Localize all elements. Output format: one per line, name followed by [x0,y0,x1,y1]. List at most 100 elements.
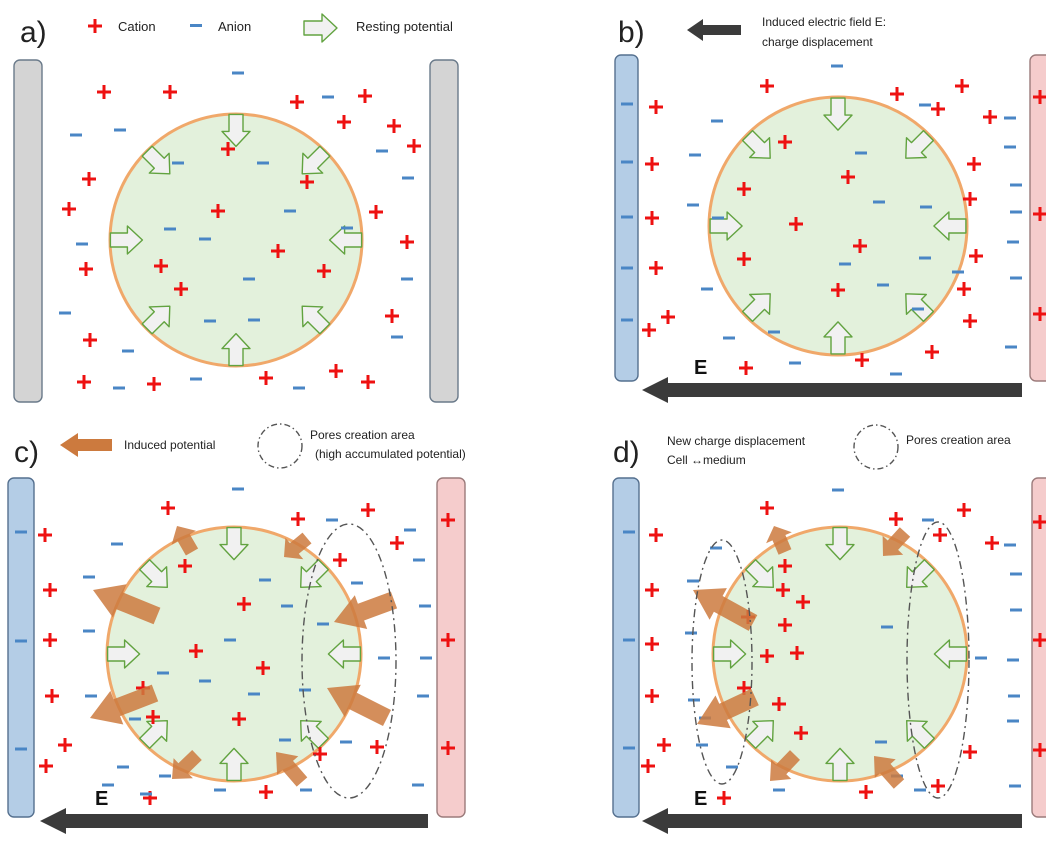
resting-potential-arrow [221,332,251,367]
anion-minus [172,161,184,165]
field-label-d: E [694,788,707,810]
induced-potential-arrow [697,688,759,729]
legend-pore-c-text: Pores creation area [310,428,415,442]
anion-minus [919,103,931,107]
cation-plus [313,747,327,761]
legend-pore-c-text2: (high accumulated potential) [315,447,466,461]
cation-plus [337,115,351,129]
anion-minus [70,133,82,137]
cation-plus [739,361,753,375]
anion-minus [877,283,889,287]
anion-minus [157,671,169,675]
cation-plus [985,536,999,550]
resting-potential-arrow [221,113,251,148]
anion-minus [326,518,338,522]
resting-potential-arrow [745,720,774,749]
anion-minus [687,203,699,207]
anion-minus [839,262,851,266]
resting-potential-arrow [933,211,967,241]
anion-minus [881,625,893,629]
anion-minus [248,692,260,696]
anion-minus [76,242,88,246]
legend-new-displacement: New charge displacement Cell ↔medium [667,434,806,467]
anion-minus [621,318,633,322]
resting-potential-arrow [139,559,168,588]
anion-minus [199,679,211,683]
cation-plus [317,264,331,278]
resting-potential-arrow [745,559,774,588]
anion-minus [1007,240,1019,244]
anion-minus [140,792,152,796]
electrode [13,59,43,403]
resting-potential-arrow [141,305,171,335]
cation-plus [794,726,808,740]
cation-plus [1033,633,1046,647]
cation-plus [717,791,731,805]
cation-plus [441,633,455,647]
anion-minus [832,488,844,492]
electrode [429,59,459,403]
anion-minus [1010,572,1022,576]
legend-field: Induced electric field E: charge displac… [687,15,886,49]
cation-plus [831,283,845,297]
anion-minus [621,102,633,106]
cation-plus [778,618,792,632]
anion-minus [919,256,931,260]
cation-plus [649,528,663,542]
cation-plus [369,205,383,219]
cation-plus [859,785,873,799]
cation-plus [931,102,945,116]
legend-new-displacement-text2: Cell ↔medium [667,453,746,467]
anion-minus [293,386,305,390]
cation-plus [291,512,305,526]
anion-minus [920,205,932,209]
cation-plus [441,741,455,755]
resting-potential-arrow [825,526,855,561]
anion-minus [623,746,635,750]
cation-plus [358,89,372,103]
cation-plus [855,353,869,367]
anion-minus [621,266,633,270]
cation-plus [43,633,57,647]
cation-plus [237,597,251,611]
cation-plus [211,204,225,218]
induced-potential-arrow [693,588,758,631]
anion-minus [279,738,291,742]
anion-minus [712,216,724,220]
electrode [612,477,640,818]
cation-plus [1033,515,1046,529]
anion-minus [831,64,843,68]
induced-potential-arrow [172,750,202,779]
cation-plus [259,371,273,385]
panel-c [7,477,466,834]
cation-plus [39,759,53,773]
anion-minus [1007,658,1019,662]
anion-minus [768,330,780,334]
cation-plus [387,119,401,133]
legend-pore-d: Pores creation area [853,424,1011,470]
cation-plus [146,710,160,724]
anion-minus [1004,543,1016,547]
anion-minus [621,215,633,219]
resting-potential-arrow [712,639,747,669]
cation-plus [83,333,97,347]
induced-potential-arrow [334,591,398,629]
resting-potential-arrow [219,747,249,782]
anion-minus [623,530,635,534]
anion-minus [1005,345,1017,349]
induced-potential-arrow [90,684,159,725]
cation-plus [221,142,235,156]
anion-minus [300,788,312,792]
anion-minus [243,277,255,281]
cation-plus [361,503,375,517]
anion-minus [1008,694,1020,698]
cation-plus [163,85,177,99]
cation-plus [62,202,76,216]
anion-minus [204,319,216,323]
anion-minus [890,372,902,376]
resting-potential-arrow [906,559,935,588]
anion-minus [402,176,414,180]
cation-plus [178,559,192,573]
panel-label-b: b) [618,16,645,49]
